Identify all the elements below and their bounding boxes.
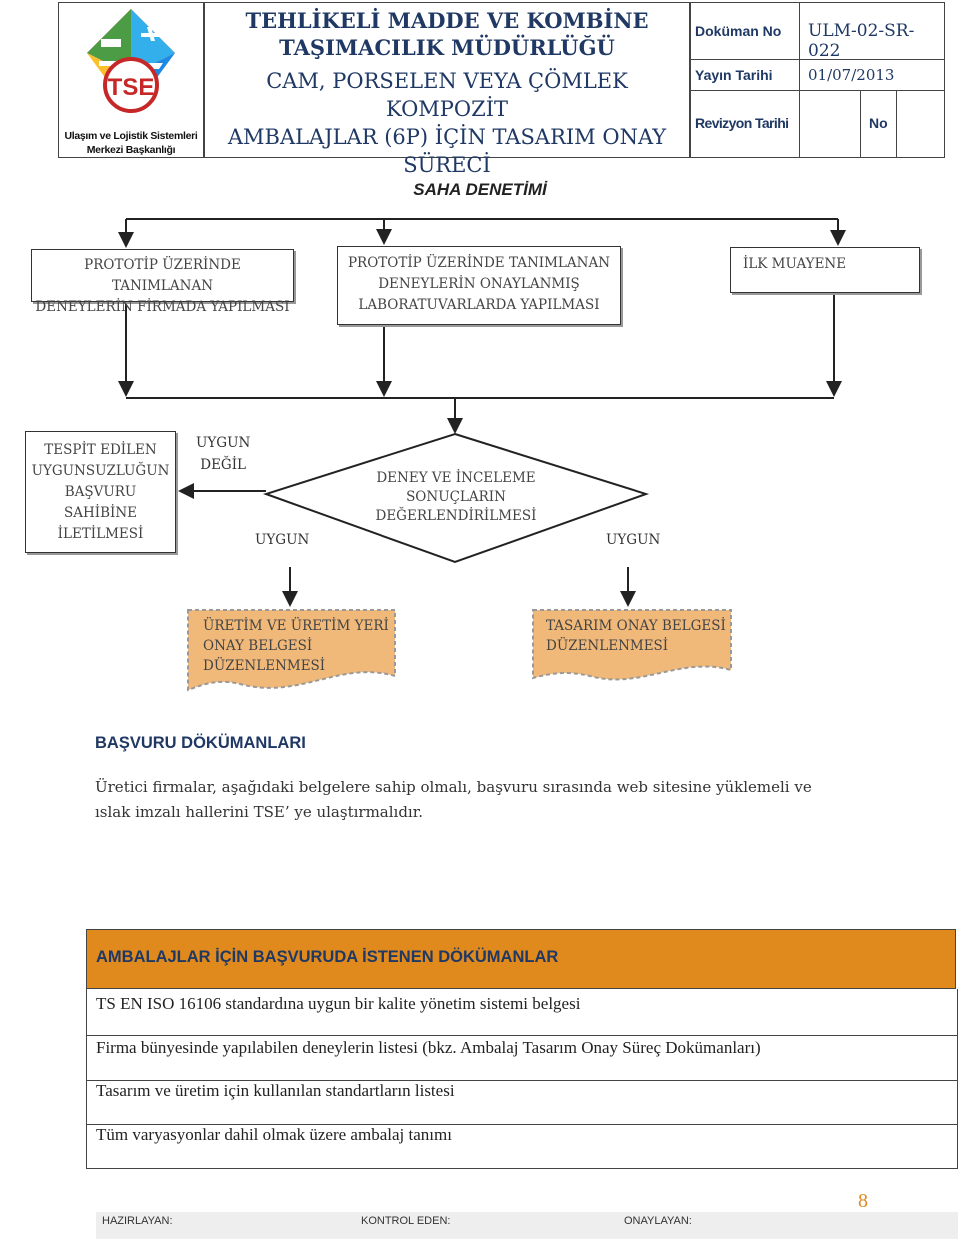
flow-box3-label: İLK MUAYENE [743, 256, 847, 272]
table-row: Tasarım ve üretim için kullanılan standa… [86, 1080, 958, 1125]
doc-production-text: ÜRETİM VE ÜRETİM YERİ ONAY BELGESİ DÜZEN… [203, 616, 389, 676]
doc-design-text: TASARIM ONAY BELGESİ DÜZENLENMESİ [546, 616, 726, 656]
rev-date-label: Revizyon Tarihi [695, 115, 789, 131]
department-title: TEHLİKELİ MADDE VE KOMBİNE TAŞIMACILIK M… [205, 7, 689, 61]
table-cell: Tüm varyasyonlar dahil olmak üzere ambal… [96, 1125, 452, 1144]
decision-text: DENEY VE İNCELEME SONUÇLARIN DEĞERLENDİR… [330, 469, 582, 526]
approved-by-label: ONAYLAYAN: [624, 1215, 692, 1227]
label-not-ok: UYGUN DEĞİL [196, 432, 250, 476]
table-cell: Tasarım ve üretim için kullanılan standa… [96, 1081, 455, 1100]
flow-box2-line3: LABORATUVARLARDA YAPILMASI [358, 297, 600, 313]
label-not-ok-line2: DEĞİL [200, 457, 247, 473]
pub-date-value: 01/07/2013 [808, 66, 895, 84]
doc1-line3: DÜZENLENMESİ [203, 658, 326, 674]
flow-box2-line1: PROTOTİP ÜZERİNDE TANIMLANAN [347, 255, 611, 271]
label-not-ok-line1: UYGUN [196, 435, 251, 451]
nc-line2: UYGUNSUZLUĞUN [31, 463, 170, 479]
doc1-line1: ÜRETİM VE ÜRETİM YERİ [203, 618, 389, 634]
flow-box-first-inspection: İLK MUAYENE [730, 247, 920, 293]
flow-box-lab-tests: PROTOTİP ÜZERİNDE TANIMLANAN DENEYLERİN … [337, 246, 621, 325]
signature-bar: HAZIRLAYAN: KONTROL EDEN: ONAYLAYAN: [96, 1212, 958, 1239]
logo-cell: TSE Ulaşım ve Lojistik Sistemleri Merkez… [58, 2, 204, 158]
decision-diamond [262, 432, 650, 564]
flow-box-nonconformity: TESPİT EDİLEN UYGUNSUZLUĞUN BAŞVURU SAHİ… [25, 431, 176, 553]
table-row: TS EN ISO 16106 standardına uygun bir ka… [86, 989, 958, 1036]
flow-box2-line2: DENEYLERİN ONAYLANMIŞ [378, 276, 580, 292]
table-row: Firma bünyesinde yapılabilen deneylerin … [86, 1035, 958, 1081]
doc-shape-design [532, 609, 732, 681]
process-title: CAM, PORSELEN VEYA ÇÖMLEK KOMPOZİT AMBAL… [205, 67, 689, 179]
flow-connectors [118, 218, 846, 692]
decision-line1: DENEY VE İNCELEME [376, 470, 536, 486]
doc2-line2: DÜZENLENMESİ [546, 638, 669, 654]
table-cell: TS EN ISO 16106 standardına uygun bir ka… [96, 994, 581, 1013]
tse-logo: TSE [87, 9, 175, 113]
flow-box1-line1: PROTOTİP ÜZERİNDE TANIMLANAN [84, 257, 241, 294]
table-row: Tüm varyasyonlar dahil olmak üzere ambal… [86, 1124, 958, 1169]
logo-caption-line1: Ulaşım ve Lojistik Sistemleri [64, 130, 198, 142]
section-title: SAHA DENETİMİ [413, 180, 547, 199]
label-ok-left: UYGUN [255, 532, 310, 548]
decision-line3: DEĞERLENDİRİLMESİ [375, 508, 537, 524]
process-line1: CAM, PORSELEN VEYA ÇÖMLEK KOMPOZİT [266, 69, 628, 121]
rev-no-value-cell [896, 90, 945, 158]
logo-caption: Ulaşım ve Lojistik Sistemleri Merkezi Ba… [59, 129, 203, 157]
decision-line2: SONUÇLARIN [406, 489, 506, 505]
prepared-by-label: HAZIRLAYAN: [102, 1215, 173, 1227]
doc-no-value: ULM-02-SR-022 [808, 21, 915, 61]
title-cell: TEHLİKELİ MADDE VE KOMBİNE TAŞIMACILIK M… [204, 2, 690, 177]
applications-para-line1: Üretici firmalar, aşağıdaki belgelere sa… [95, 778, 812, 796]
doc1-line2: ONAY BELGESİ [203, 638, 313, 654]
table-cell: Firma bünyesinde yapılabilen deneylerin … [96, 1038, 761, 1057]
checked-by-label: KONTROL EDEN: [361, 1215, 451, 1227]
doc-no-label: Doküman No [695, 23, 782, 39]
logo-caption-line2: Merkezi Başkanlığı [86, 144, 176, 156]
flow-box-firm-tests: PROTOTİP ÜZERİNDE TANIMLANAN DENEYLERİN … [31, 249, 294, 315]
label-ok-right: UYGUN [606, 532, 661, 548]
svg-text:TSE: TSE [108, 74, 155, 101]
process-line2: AMBALAJLAR (6P) İÇİN TASARIM ONAY [227, 125, 667, 149]
applications-para-line2: ıslak imzalı hallerini TSE’ ye ulaştırma… [95, 803, 424, 821]
doc-shape-production [187, 609, 396, 692]
doc2-line1: TASARIM ONAY BELGESİ [546, 618, 726, 634]
process-line3: SÜRECİ [403, 153, 491, 177]
department-line1: TEHLİKELİ MADDE VE KOMBİNE [245, 8, 649, 33]
documents-table-header-text: AMBALAJLAR İÇİN BAŞVURUDA İSTENEN DÖKÜMA… [96, 948, 559, 966]
applications-heading: BAŞVURU DÖKÜMANLARI [95, 734, 306, 752]
documents-table-header: AMBALAJLAR İÇİN BAŞVURUDA İSTENEN DÖKÜMA… [86, 929, 956, 989]
pub-date-label: Yayın Tarihi [695, 67, 773, 83]
department-line2: TAŞIMACILIK MÜDÜRLÜĞÜ [279, 35, 615, 60]
rev-no-label: No [869, 115, 888, 131]
flow-box1-line2: DENEYLERİN FİRMADA YAPILMASI [35, 299, 290, 315]
nc-line1: TESPİT EDİLEN [44, 442, 157, 458]
nc-line5: İLETİLMESİ [57, 526, 144, 542]
nc-line3: BAŞVURU [64, 484, 137, 500]
nc-line4: SAHİBİNE [63, 505, 138, 521]
applications-paragraph: Üretici firmalar, aşağıdaki belgelere sa… [95, 775, 812, 825]
page-number: 8 [858, 1190, 868, 1212]
